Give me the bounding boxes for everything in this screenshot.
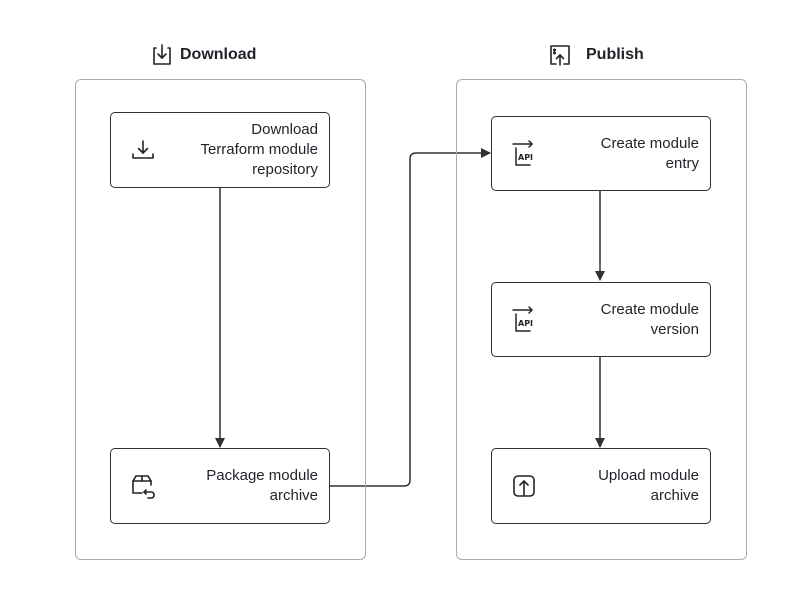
upload-module-archive-node[interactable]: Upload module archive bbox=[491, 448, 711, 524]
package-archive-node[interactable]: Package module archive bbox=[110, 448, 330, 524]
upload-module-archive-label: Upload module archive bbox=[598, 467, 699, 504]
publish-group-title: Publish bbox=[548, 43, 644, 67]
download-group bbox=[75, 79, 366, 560]
download-icon bbox=[129, 136, 157, 164]
create-module-entry-label: Create module entry bbox=[600, 134, 699, 172]
download-repository-node[interactable]: Download Terraform module repository bbox=[110, 112, 330, 188]
upload-document-icon bbox=[548, 43, 572, 67]
create-module-entry-node[interactable]: API Create module entry bbox=[491, 116, 711, 191]
publish-group bbox=[456, 79, 747, 560]
download-tray-icon bbox=[150, 43, 174, 67]
upload-icon bbox=[510, 472, 538, 500]
package-return-icon bbox=[129, 472, 157, 500]
publish-group-label: Publish bbox=[586, 46, 644, 63]
download-repository-label: Download Terraform module repository bbox=[200, 121, 318, 178]
download-group-title: Download bbox=[150, 43, 256, 67]
api-icon: API bbox=[510, 305, 538, 334]
create-module-version-label: Create module version bbox=[600, 300, 699, 338]
package-archive-label: Package module archive bbox=[206, 467, 318, 504]
create-module-version-node[interactable]: API Create module version bbox=[491, 282, 711, 357]
svg-text:API: API bbox=[518, 153, 533, 162]
svg-text:API: API bbox=[518, 319, 533, 328]
download-group-label: Download bbox=[180, 46, 257, 63]
api-icon: API bbox=[510, 139, 538, 168]
